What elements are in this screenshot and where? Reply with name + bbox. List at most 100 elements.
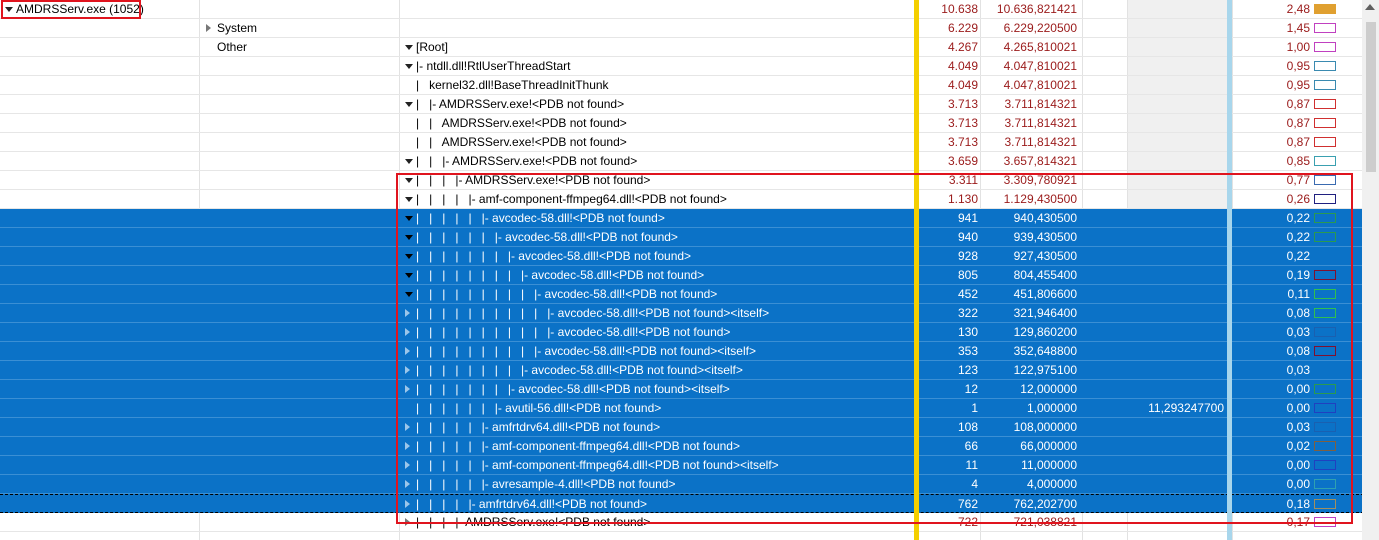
chevron-down-icon[interactable] [405,102,413,107]
chevron-down-icon[interactable] [405,45,413,50]
stack-frame-label: | | | | | |- avcodec-58.dll!<PDB not fou… [416,211,665,225]
chevron-right-icon[interactable] [405,366,410,374]
color-swatch [1314,175,1336,185]
color-swatch [1314,213,1336,223]
count-cell: 928 [957,249,978,263]
percent-cell: 0,87 [1286,135,1310,149]
weight-cell: 3.711,814321 [1004,97,1077,111]
stack-frame-label: | | | | | |- amfrtdrv64.dll!<PDB not fou… [416,420,661,434]
percent-cell: 0,08 [1286,306,1310,320]
scrollbar-thumb[interactable] [1366,22,1376,172]
tree-row[interactable]: | | | | | |- avresample-4.dll!<PDB not f… [0,475,1379,494]
color-swatch [1314,403,1336,413]
tree-row[interactable]: | | | | | | | |- avcodec-58.dll!<PDB not… [0,247,1379,266]
count-cell: 1 [971,401,978,415]
percent-cell: 0,26 [1286,192,1310,206]
count-cell: 941 [957,211,978,225]
stack-frame-label: | | | | | | | | | | |- avcodec-58.dll!<P… [416,325,731,339]
tree-row[interactable]: | | | | | |- amf-component-ffmpeg64.dll!… [0,437,1379,456]
count-cell: 4.049 [947,78,978,92]
chevron-down-icon[interactable] [405,235,413,240]
chevron-down-icon[interactable] [405,254,413,259]
chevron-down-icon[interactable] [405,64,413,69]
count-cell: 6.229 [947,21,978,35]
chevron-down-icon[interactable] [405,216,413,221]
stack-frame-label: | | | | | | |- avutil-56.dll!<PDB not fo… [416,401,662,415]
chevron-right-icon[interactable] [405,461,410,469]
group-label: System [217,21,258,35]
color-swatch [1314,441,1336,451]
group-row[interactable]: System 6.229 6.229,220500 1,45 [0,19,1379,38]
chevron-right-icon[interactable] [405,480,410,488]
chevron-right-icon[interactable] [405,500,410,508]
chevron-down-icon[interactable] [405,178,413,183]
percent-cell: 0,85 [1286,154,1310,168]
percent-cell: 0,00 [1286,458,1310,472]
annotation-box-process [1,0,141,19]
weight-cell: 4.265,810021 [1003,40,1077,54]
chevron-down-icon[interactable] [405,292,413,297]
stack-frame-label: | | | | |- amf-component-ffmpeg64.dll!<P… [416,192,727,206]
process-row[interactable]: AMDRSServ.exe (1052) 10.638 10.636,82142… [0,0,1379,19]
tree-row[interactable]: | | | | | | |- avutil-56.dll!<PDB not fo… [0,399,1379,418]
weight-cell: 10.636,821421 [996,2,1077,16]
tree-row[interactable]: | | | | | | |- avcodec-58.dll!<PDB not f… [0,228,1379,247]
chevron-right-icon[interactable] [206,24,211,32]
tree-row[interactable]: | | | | |- amf-component-ffmpeg64.dll!<P… [0,190,1379,209]
count-cell: 3.713 [947,97,978,111]
weight-cell: 939,430500 [1013,230,1077,244]
tree-row[interactable]: | | | |- AMDRSServ.exe!<PDB not found>3.… [0,171,1379,190]
chevron-right-icon[interactable] [405,423,410,431]
count-cell: 4.267 [947,40,978,54]
extra-cell: 11,293247700 [1148,401,1224,415]
tree-row[interactable]: | | | | | | | |- avcodec-58.dll!<PDB not… [0,380,1379,399]
scroll-up-icon[interactable] [1365,4,1375,10]
weight-cell: 11,000000 [1021,458,1077,472]
tree-row[interactable]: | | | | | | | | |- avcodec-58.dll!<PDB n… [0,266,1379,285]
percent-cell: 0,00 [1286,382,1310,396]
chevron-right-icon[interactable] [405,385,410,393]
weight-cell: 66,000000 [1020,439,1077,453]
tree-row[interactable]: | | | | | | | | | |- avcodec-58.dll!<PDB… [0,285,1379,304]
chevron-right-icon[interactable] [405,309,410,317]
tree-row[interactable]: | | | | | | | | | | |- avcodec-58.dll!<P… [0,304,1379,323]
tree-row[interactable]: | | | | | | | | |- avcodec-58.dll!<PDB n… [0,361,1379,380]
weight-cell: 1,000000 [1026,401,1077,415]
tree-row[interactable]: | | | | | | | | | | |- avcodec-58.dll!<P… [0,323,1379,342]
color-swatch [1314,327,1336,337]
tree-row[interactable]: | | | | | |- amfrtdrv64.dll!<PDB not fou… [0,418,1379,437]
count-cell: 4.049 [947,59,978,73]
tree-row[interactable]: | | | | |- amfrtdrv64.dll!<PDB not found… [0,494,1379,513]
weight-cell: 3.309,780921 [1003,173,1077,187]
chevron-right-icon[interactable] [405,442,410,450]
tree-row[interactable]: | | |- AMDRSServ.exe!<PDB not found>3.65… [0,152,1379,171]
percent-cell: 0,08 [1286,344,1310,358]
chevron-down-icon[interactable] [405,273,413,278]
annotation-box-subtree [396,173,1353,524]
chevron-down-icon[interactable] [405,159,413,164]
weight-cell: 4.047,810021 [1003,78,1077,92]
color-swatch [1314,422,1336,432]
chevron-down-icon[interactable] [5,7,13,12]
color-swatch [1314,346,1336,356]
color-swatch [1314,80,1336,90]
percent-cell: 0,19 [1286,268,1310,282]
tree-row[interactable]: | | | | | |- amf-component-ffmpeg64.dll!… [0,456,1379,475]
chevron-right-icon[interactable] [405,347,410,355]
tree-row[interactable]: | | | | | | | | | |- avcodec-58.dll!<PDB… [0,342,1379,361]
chevron-right-icon[interactable] [405,328,410,336]
weight-cell: 3.711,814321 [1004,116,1077,130]
color-swatch [1314,479,1336,489]
percent-cell: 0,11 [1287,287,1310,301]
tree-row[interactable]: | | | | | |- avcodec-58.dll!<PDB not fou… [0,209,1379,228]
chevron-down-icon[interactable] [405,197,413,202]
highlight-column-blue [1227,0,1232,540]
count-cell: 130 [957,325,978,339]
